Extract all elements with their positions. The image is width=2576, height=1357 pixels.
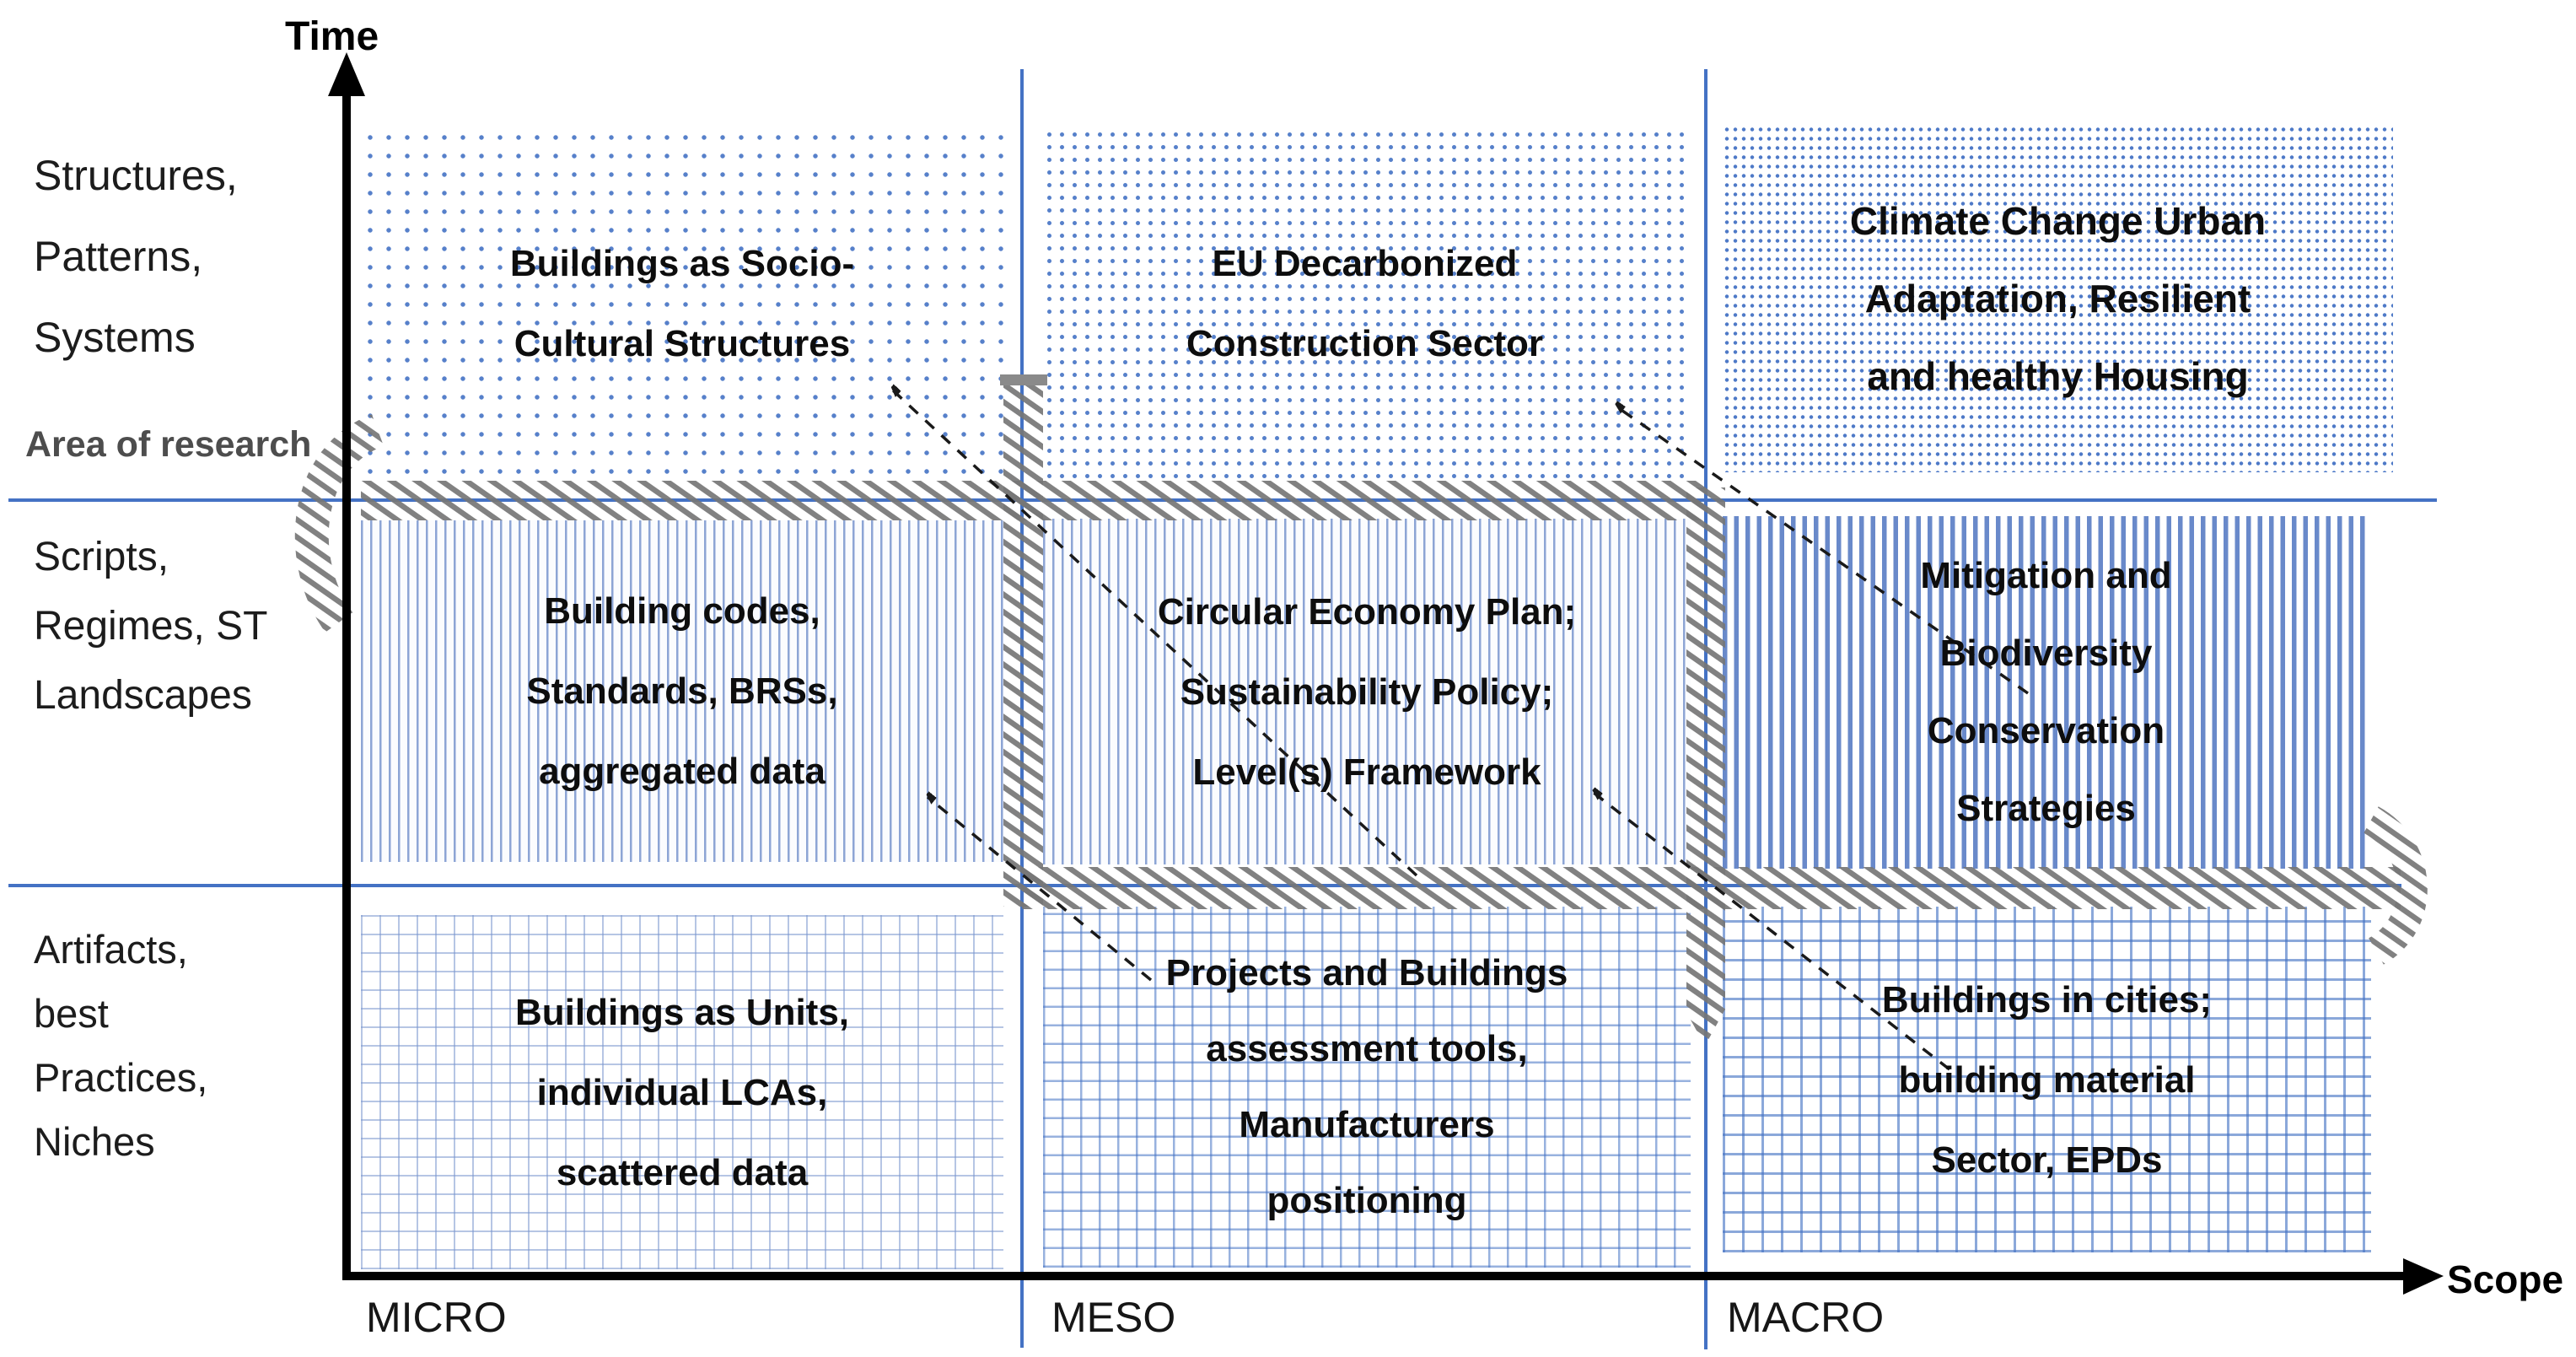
row-label-structures: Structures, Patterns, Systems [34, 152, 238, 361]
time-axis-label: Time [285, 14, 379, 59]
row-label-niches: Artifacts, best Practices, Niches [34, 927, 208, 1164]
hatch-band-vertical-1 [1003, 377, 1043, 907]
cell-meso-regimes: Circular Economy Plan; Sustainability Po… [1043, 519, 1691, 864]
hatch-band-top [361, 481, 1706, 520]
cell-micro-regimes-label: Building codes, Standards, BRSs, aggrega… [526, 590, 838, 792]
column-label-micro: MICRO [366, 1294, 507, 1341]
cell-meso-niches: Projects and Buildings assessment tools,… [1043, 907, 1691, 1268]
column-label-meso: MESO [1051, 1294, 1176, 1341]
cell-macro-regimes-label: Mitigation and Biodiversity Conservation… [1920, 555, 2172, 829]
cell-macro-structures: Climate Change Urban Adaptation, Resilie… [1723, 125, 2393, 472]
cell-micro-niches-label: Buildings as Units, individual LCAs, sca… [514, 991, 850, 1193]
cell-micro-structures: Buildings as Socio- Cultural Structures [361, 128, 1003, 478]
cell-meso-structures-label: EU Decarbonized Construction Sector [1186, 242, 1543, 364]
cell-micro-regimes: Building codes, Standards, BRSs, aggrega… [361, 520, 1003, 862]
cell-meso-regimes-label: Circular Economy Plan; Sustainability Po… [1157, 590, 1577, 793]
cell-meso-structures: EU Decarbonized Construction Sector [1043, 128, 1686, 478]
scope-axis-label: Scope [2447, 1257, 2564, 1301]
hatch-band-vertical-1-cap [1000, 374, 1047, 385]
cell-macro-niches-label: Buildings in cities; building material S… [1881, 978, 2213, 1181]
hatch-band-bottom [1022, 867, 2401, 909]
row-label-regimes: Scripts, Regimes, ST Landscapes [34, 535, 268, 718]
hatch-band-end-curl [2363, 806, 2428, 965]
cell-micro-niches: Buildings as Units, individual LCAs, sca… [361, 915, 1003, 1269]
cell-macro-structures-label: Climate Change Urban Adaptation, Resilie… [1849, 199, 2267, 398]
hatch-band-vertical-2 [1686, 487, 1725, 1006]
cell-meso-niches-label: Projects and Buildings assessment tools,… [1165, 952, 1568, 1221]
column-label-macro: MACRO [1727, 1294, 1885, 1341]
scope-axis-arrowhead-icon [2403, 1258, 2444, 1295]
area-of-research-label: Area of research [25, 424, 312, 465]
cell-micro-structures-label: Buildings as Socio- Cultural Structures [509, 242, 855, 364]
cell-macro-niches: Buildings in cities; building material S… [1723, 907, 2371, 1252]
cell-macro-regimes: Mitigation and Biodiversity Conservation… [1723, 516, 2369, 869]
